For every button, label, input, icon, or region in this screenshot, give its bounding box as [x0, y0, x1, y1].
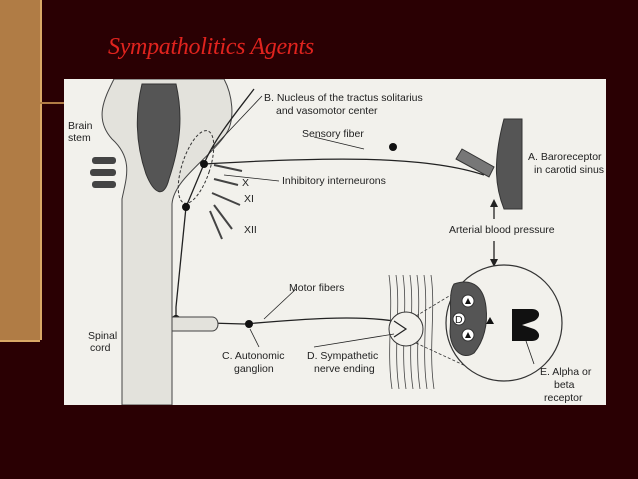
- brain-stem-label-1: Brain: [68, 120, 93, 132]
- nerve-ending-label-2: nerve ending: [314, 363, 375, 375]
- cranial-xii-label: XII: [244, 224, 257, 236]
- accent-bar-edge: [40, 0, 42, 340]
- cranial-nerve-stubs-left: [90, 157, 116, 188]
- autonomic-ganglion-label-2: ganglion: [234, 363, 274, 375]
- cranial-nerve-stubs-right: [209, 164, 243, 240]
- nucleus-pointer: [203, 88, 255, 165]
- baroreceptor-label-2: in carotid sinus: [534, 164, 604, 176]
- brain-stem-label-2: stem: [68, 132, 91, 144]
- slide-title: Sympatholitics Agents: [108, 34, 314, 60]
- accent-bar: [0, 0, 40, 340]
- motor-fiber-line: [175, 317, 395, 325]
- motor-fibers-label: Motor fibers: [289, 282, 344, 294]
- brain-stem-gray-matter: [136, 83, 181, 192]
- label-pointers: [211, 95, 535, 365]
- sensory-fiber-label: Sensory fiber: [302, 128, 364, 140]
- receptor-label-2: beta: [554, 379, 575, 391]
- nucleus-dashed-outline: [177, 130, 215, 204]
- carotid-branch: [455, 148, 495, 178]
- accent-bar-bottom-rule: [0, 340, 40, 342]
- vesicle-label: D: [455, 314, 463, 326]
- receptor-shape: [512, 309, 540, 341]
- cranial-x-label: X: [242, 177, 249, 189]
- spinal-cord-label-1: Spinal: [88, 330, 117, 342]
- arterial-pressure-label: Arterial blood pressure: [449, 224, 555, 236]
- brain-stem-shape: [101, 79, 233, 405]
- sensory-fiber-line: [203, 158, 485, 176]
- nucleus-label-2: and vasomotor center: [276, 105, 378, 117]
- nerve-ending-label-1: D. Sympathetic: [307, 350, 378, 362]
- nucleus-label-1: B. Nucleus of the tractus solitarius: [264, 92, 423, 104]
- cranial-xi-label: XI: [244, 193, 254, 205]
- autonomic-ganglion-label-1: C. Autonomic: [222, 350, 284, 362]
- neural-pathways: [175, 88, 485, 325]
- inhibitory-interneurons-label: Inhibitory interneurons: [282, 175, 386, 187]
- diagram-svg: D Brain stem Spinal cord B. Nucleus of t…: [68, 79, 604, 405]
- receptor-label-3: receptor: [544, 392, 583, 404]
- carotid-sinus: [496, 118, 523, 210]
- receptor-label-1: E. Alpha or: [540, 366, 592, 378]
- spinal-cord-label-2: cord: [90, 342, 111, 354]
- presynaptic-terminal: [449, 281, 487, 356]
- baroreceptor-reflex-diagram: D Brain stem Spinal cord B. Nucleus of t…: [64, 79, 606, 405]
- title-rule: [26, 102, 66, 104]
- baroreceptor-label-1: A. Baroreceptor: [528, 151, 602, 163]
- autonomic-ganglion-stump: [171, 316, 219, 332]
